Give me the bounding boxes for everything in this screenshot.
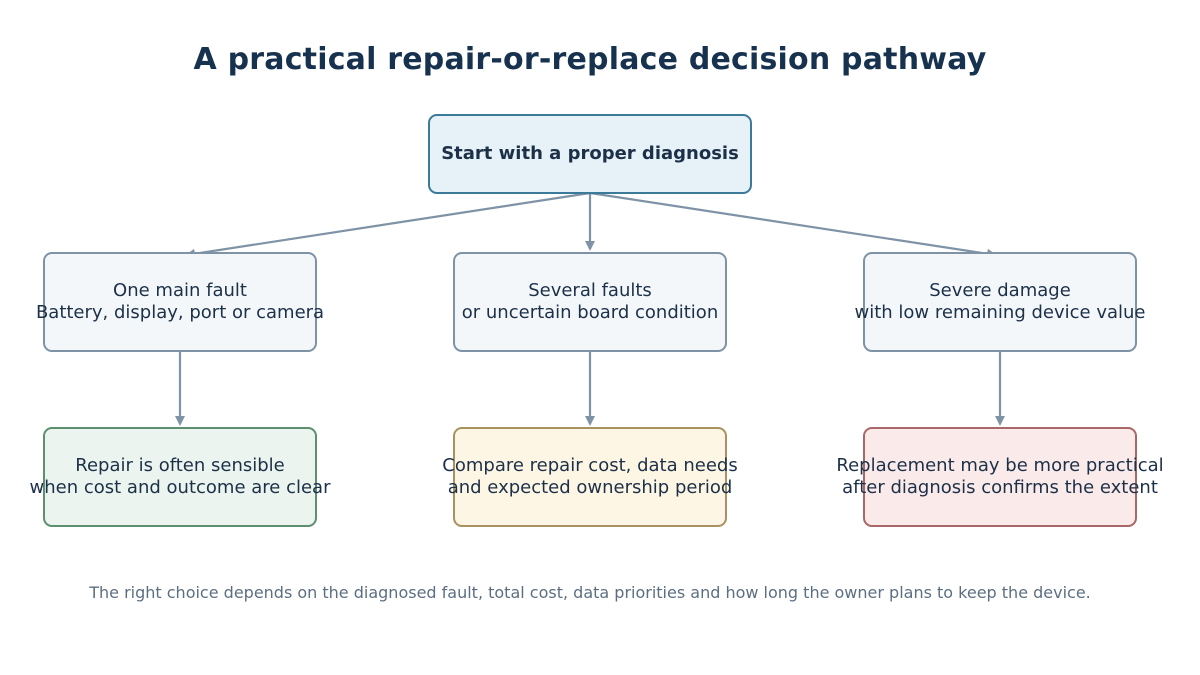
- arrow-root-to-branch-1: [185, 191, 591, 259]
- severe-damage-node: Severe damage with low remaining device …: [855, 252, 1146, 352]
- diagram-footnote: The right choice depends on the diagnose…: [89, 583, 1091, 602]
- diagnosis-start-node: Start with a proper diagnosis: [428, 114, 752, 194]
- several-faults-node: Several faults or uncertain board condit…: [453, 252, 727, 352]
- diagnosis-start-label: Start with a proper diagnosis: [441, 143, 739, 164]
- replace-outcome-line-1: Replacement may be more practical: [836, 455, 1164, 476]
- replace-outcome-node: Replacement may be more practical after …: [836, 427, 1164, 527]
- repair-outcome-line-2: when cost and outcome are clear: [29, 477, 331, 498]
- diagram-title: A practical repair-or-replace decision p…: [193, 42, 987, 77]
- single-fault-line-1: One main fault: [113, 280, 247, 301]
- arrow-root-to-branch-3: [589, 191, 997, 259]
- replace-outcome-line-2: after diagnosis confirms the extent: [842, 477, 1158, 498]
- several-faults-line-2: or uncertain board condition: [461, 302, 719, 323]
- single-fault-line-2: Battery, display, port or camera: [35, 302, 325, 323]
- several-faults-line-1: Several faults: [528, 280, 652, 301]
- repair-outcome-line-1: Repair is often sensible: [75, 455, 285, 476]
- severe-damage-line-1: Severe damage: [929, 280, 1071, 301]
- single-fault-node: One main fault Battery, display, port or…: [36, 252, 324, 352]
- repair-outcome-node: Repair is often sensible when cost and o…: [30, 427, 330, 527]
- compare-outcome-line-1: Compare repair cost, data needs: [442, 455, 738, 476]
- compare-outcome-node: Compare repair cost, data needs and expe…: [442, 427, 738, 527]
- compare-outcome-line-2: and expected ownership period: [447, 477, 733, 498]
- severe-damage-line-2: with low remaining device value: [854, 302, 1146, 323]
